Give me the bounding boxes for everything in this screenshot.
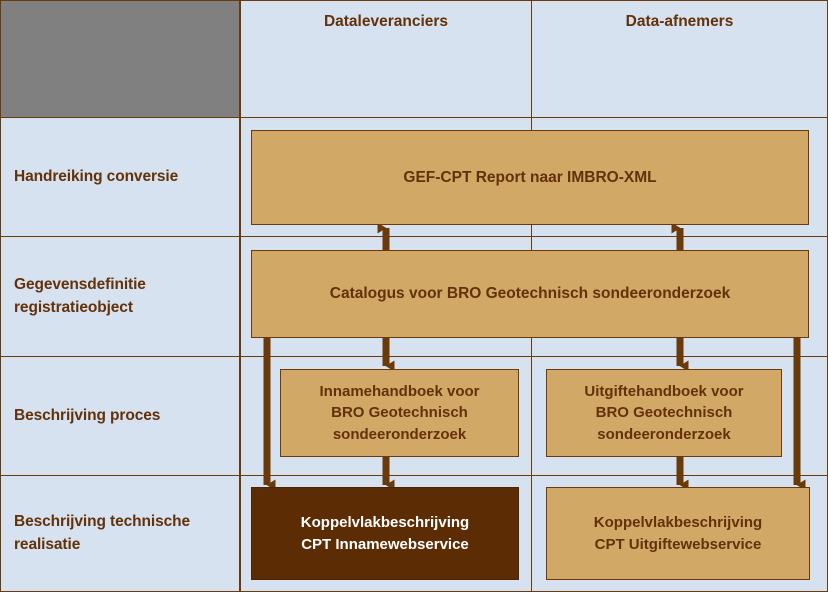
row-cell-proces-label	[0, 356, 240, 476]
box-koppelvlak-inname-label: Koppelvlakbeschrijving CPT Innamewebserv…	[301, 512, 469, 555]
column-header-data-afnemers-label: Data-afnemers	[625, 13, 734, 30]
row-label-gegevensdefinitie: Gegevensdefinitie registratieobject	[0, 236, 240, 357]
header-cell-data-afnemers	[531, 0, 828, 118]
row-cell-technische-realisatie-label	[0, 475, 240, 592]
box-innamehandboek-label: Innamehandboek voor BRO Geotechnisch son…	[319, 381, 479, 445]
box-innamehandboek-line3: sondeeronderzoek	[332, 425, 467, 443]
box-uitgiftehandboek-line3: sondeeronderzoek	[597, 425, 731, 443]
box-koppelvlak-uitgifte[interactable]: Koppelvlakbeschrijving CPT Uitgiftewebse…	[546, 487, 810, 580]
box-catalogus[interactable]: Catalogus voor BRO Geotechnisch sondeero…	[251, 250, 809, 338]
row-label-technische-line1: Beschrijving technische	[14, 513, 191, 531]
box-innamehandboek-line2: BRO Geotechnisch	[331, 404, 468, 422]
row-label-beschrijving-proces: Beschrijving proces	[0, 356, 240, 476]
box-koppelvlak-inname-line1: Koppelvlakbeschrijving	[300, 514, 470, 532]
box-koppelvlak-uitgifte-line1: Koppelvlakbeschrijving	[593, 514, 763, 532]
box-uitgiftehandboek-line1: Uitgiftehandboek voor	[584, 383, 744, 401]
row-label-gegevensdefinitie-line1: Gegevensdefinitie	[14, 276, 146, 294]
box-koppelvlak-inname-line2: CPT Innamewebservice	[301, 535, 469, 553]
row-label-gegevensdefinitie-text: Gegevensdefinitie registratieobject	[14, 274, 146, 319]
row-label-beschrijving-proces-text: Beschrijving proces	[14, 406, 161, 424]
header-cell-dataleveranciers	[240, 0, 532, 118]
row-label-gegevensdefinitie-line2: registratieobject	[14, 298, 133, 316]
column-header-data-afnemers: Data-afnemers	[531, 0, 828, 118]
box-uitgiftehandboek-label: Uitgiftehandboek voor BRO Geotechnisch s…	[584, 381, 743, 445]
corner-block	[0, 0, 240, 118]
column-header-dataleveranciers-label: Dataleveranciers	[323, 13, 449, 30]
row-label-technische-line2: realisatie	[14, 535, 81, 553]
box-koppelvlak-inname[interactable]: Koppelvlakbeschrijving CPT Innamewebserv…	[251, 487, 519, 580]
box-koppelvlak-uitgifte-label: Koppelvlakbeschrijving CPT Uitgiftewebse…	[594, 512, 762, 555]
row-cell-gegevensdefinitie-label	[0, 236, 240, 357]
box-uitgiftehandboek[interactable]: Uitgiftehandboek voor BRO Geotechnisch s…	[546, 369, 782, 457]
box-gef-cpt-report[interactable]: GEF-CPT Report naar IMBRO-XML	[251, 130, 809, 225]
box-innamehandboek[interactable]: Innamehandboek voor BRO Geotechnisch son…	[280, 369, 519, 457]
box-innamehandboek-line1: Innamehandboek voor	[319, 383, 480, 401]
column-header-dataleveranciers: Dataleveranciers	[240, 0, 532, 118]
box-koppelvlak-uitgifte-line2: CPT Uitgiftewebservice	[594, 535, 762, 553]
row-label-handreiking-conversie-text: Handreiking conversie	[14, 167, 179, 185]
row-label-beschrijving-technische-realisatie: Beschrijving technische realisatie	[0, 475, 240, 592]
row-label-handreiking-conversie: Handreiking conversie	[0, 117, 240, 237]
box-uitgiftehandboek-line2: BRO Geotechnisch	[595, 404, 733, 422]
box-gef-cpt-report-label: GEF-CPT Report naar IMBRO-XML	[403, 168, 657, 186]
row-label-beschrijving-technische-realisatie-text: Beschrijving technische realisatie	[14, 511, 190, 556]
box-catalogus-label: Catalogus voor BRO Geotechnisch sondeero…	[329, 285, 731, 302]
